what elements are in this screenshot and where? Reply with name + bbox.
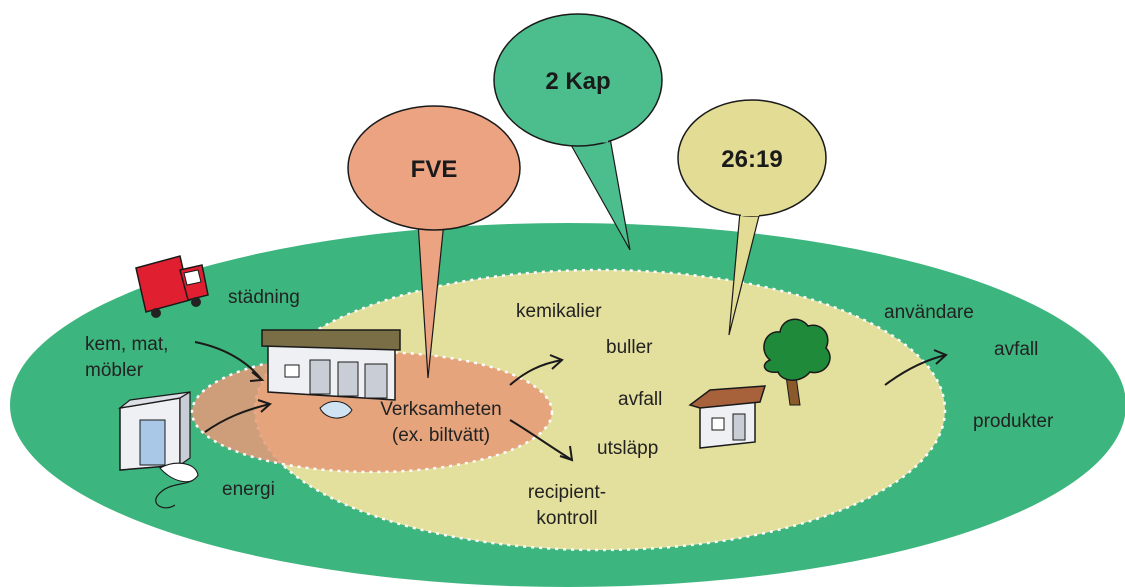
house-icon bbox=[688, 385, 767, 449]
arrow-outer-out bbox=[884, 354, 947, 386]
arrow-energi-in-head bbox=[257, 399, 272, 413]
label-recipient: recipient- bbox=[528, 482, 606, 503]
label-kem-mat: kem, mat, bbox=[85, 334, 168, 355]
arrow-buller-out-head bbox=[549, 354, 564, 370]
label-anvandare: användare bbox=[884, 302, 974, 323]
car-wash-building-icon bbox=[261, 329, 401, 419]
label-energi: energi bbox=[222, 479, 275, 500]
arrow-kem-in bbox=[194, 341, 263, 381]
arrow-energi-in bbox=[204, 403, 271, 433]
arrow-buller-out bbox=[509, 359, 563, 386]
label-kemikalier: kemikalier bbox=[516, 301, 602, 322]
bubble-2-kap: 2 Kap bbox=[493, 13, 663, 251]
tree-icon bbox=[763, 318, 831, 406]
label-kontroll: kontroll bbox=[536, 508, 597, 529]
label-ex-biltvatt: (ex. biltvätt) bbox=[392, 425, 490, 446]
arrow-utslapp-out bbox=[509, 419, 573, 461]
arrow-utslapp-out-head bbox=[559, 445, 574, 462]
label-buller: buller bbox=[606, 337, 653, 358]
label-produkter: produkter bbox=[973, 411, 1054, 432]
bubble-2-kap-label: 2 Kap bbox=[545, 68, 610, 95]
label-avfall-middle: avfall bbox=[618, 389, 662, 410]
label-avfall-outer: avfall bbox=[994, 339, 1038, 360]
bubble-26-19: 26:19 bbox=[677, 99, 827, 336]
bubble-fve-label: FVE bbox=[411, 156, 458, 183]
power-plant-icon bbox=[117, 390, 199, 509]
delivery-truck-icon bbox=[135, 255, 209, 318]
bubble-26-19-label: 26:19 bbox=[721, 146, 782, 173]
label-utslapp: utsläpp bbox=[597, 438, 658, 459]
label-verksamheten: Verksamheten bbox=[380, 399, 501, 420]
label-mobler: möbler bbox=[85, 360, 144, 381]
arrow-kem-in-head bbox=[249, 371, 265, 382]
label-stadning: städning bbox=[228, 287, 300, 308]
arrow-outer-out-head bbox=[933, 349, 948, 365]
bubble-fve: FVE bbox=[347, 105, 521, 379]
flow-arrows bbox=[194, 341, 948, 462]
